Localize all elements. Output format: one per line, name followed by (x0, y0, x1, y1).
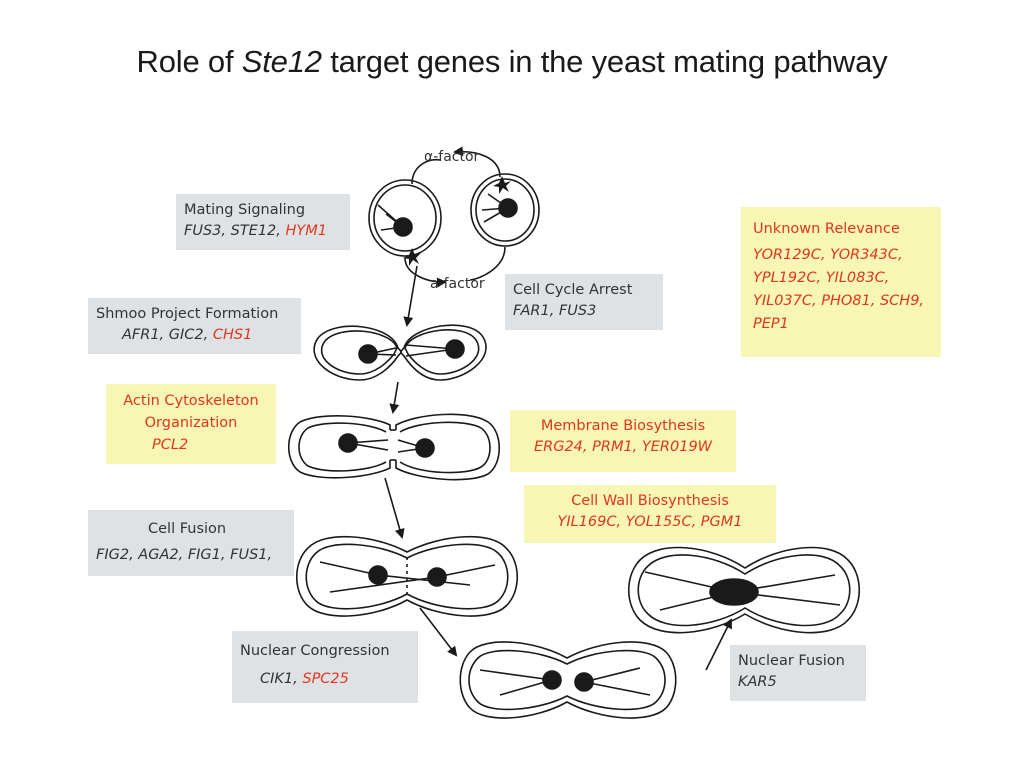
arrow-to-nuclear-fusion (705, 618, 732, 671)
a-factor-arrow (404, 257, 447, 288)
box-heading: Cell Wall Biosynthesis (571, 493, 729, 509)
congression-cell (459, 641, 677, 719)
arrow-to-contact (389, 381, 400, 414)
alpha-factor-curve-left (411, 158, 441, 185)
fusing-cell (296, 535, 518, 617)
slide-title: Role of Ste12 target genes in the yeast … (0, 44, 1024, 80)
pheromone-star-top (493, 176, 511, 194)
gene-list: KAR5 (738, 674, 777, 690)
shmoo-cells (313, 324, 487, 381)
zygote-cell (628, 546, 860, 634)
box-heading: Nuclear Fusion (738, 653, 845, 669)
title-prefix: Role of (136, 44, 242, 79)
a-factor-label: a-factor (430, 276, 485, 292)
gene-list: FIG2, AGA2, FIG1, FUS1, (96, 547, 273, 563)
cell-cycle-arrest-box: Cell Cycle Arrest FAR1, FUS3 (505, 274, 663, 330)
arrow-to-congression (419, 607, 458, 657)
mating-signaling-box: Mating Signaling FUS3, STE12, HYM1 (176, 194, 350, 250)
shmoo-projection-box: Shmoo Project Formation AFR1, GIC2, CHS1 (88, 298, 301, 354)
title-suffix: target genes in the yeast mating pathway (321, 44, 888, 79)
box-heading: Mating Signaling (184, 202, 306, 218)
gene-list: ERG24, PRM1, YER019W (533, 439, 713, 455)
cell-alpha-pair-right (470, 173, 540, 247)
gene-list: FAR1, FUS3 (513, 303, 597, 319)
unknown-relevance-box: Unknown Relevance YOR129C, YOR343C, YPL1… (741, 207, 941, 357)
cell-a-pair-left (368, 179, 442, 257)
gene-list: PCL2 (152, 437, 189, 453)
a-factor-curve-right (469, 246, 506, 281)
arrow-to-fusion (384, 477, 405, 539)
box-heading: Membrane Biosythesis (540, 418, 706, 434)
nuclear-fusion-box: Nuclear Fusion KAR5 (730, 645, 866, 701)
arrow-to-shmoo (403, 265, 418, 327)
cell-fusion-box: Cell Fusion FIG2, AGA2, FIG1, FUS1, (88, 510, 294, 576)
gene-list: FUS3, STE12, HYM1 (184, 223, 327, 239)
gene-list: AFR1, GIC2, CHS1 (122, 327, 253, 343)
membrane-biosynthesis-box: Membrane Biosythesis ERG24, PRM1, YER019… (510, 410, 736, 472)
alpha-factor-arrow (453, 146, 501, 178)
box-heading: Shmoo Project Formation (96, 306, 279, 322)
pheromone-star-bottom (403, 248, 421, 266)
box-heading: Nuclear Congression (240, 643, 390, 659)
gene-list: YIL169C, YOL155C, PGM1 (557, 514, 743, 530)
title-italic-gene: Ste12 (241, 44, 322, 79)
actin-cytoskeleton-box: Actin Cytoskeleton Organization PCL2 (106, 384, 276, 464)
box-heading: Cell Fusion (148, 521, 227, 537)
contact-cells (288, 413, 500, 481)
gene-list: CIK1, SPC25 (260, 671, 349, 687)
gene-list: YOR129C, YOR343C, YPL192C, YIL083C, YIL0… (753, 247, 925, 332)
box-heading: Actin Cytoskeleton Organization (123, 393, 259, 431)
nuclear-congression-box: Nuclear Congression CIK1, SPC25 (232, 631, 418, 703)
box-heading: Unknown Relevance (753, 221, 900, 237)
alpha-factor-label: α-factor (424, 149, 480, 165)
cell-wall-biosynthesis-box: Cell Wall Biosynthesis YIL169C, YOL155C,… (524, 485, 776, 543)
box-heading: Cell Cycle Arrest (513, 282, 633, 298)
